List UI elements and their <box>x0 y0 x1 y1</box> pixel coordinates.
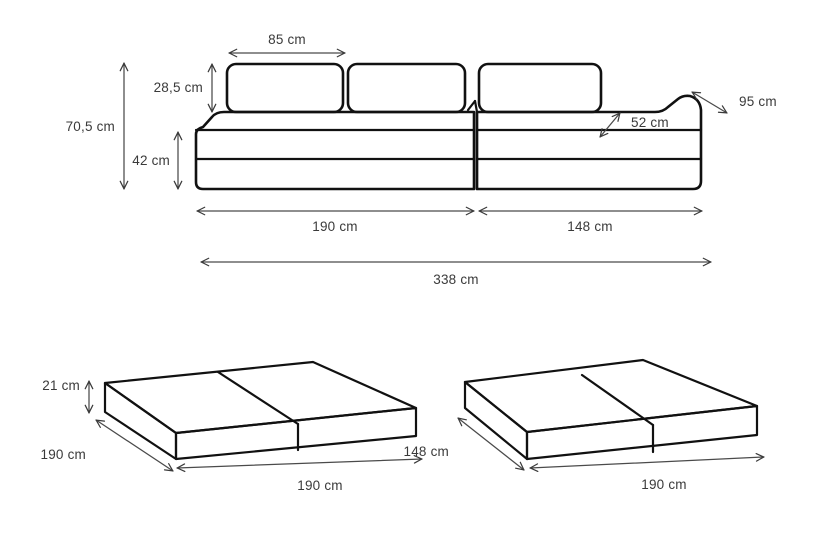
sofa-cushion-notch <box>466 99 477 112</box>
dim-label-left-module-width: 190 cm <box>312 219 357 234</box>
bed-right-front-face <box>525 404 759 461</box>
dim-line-bed-right-depth <box>457 417 525 471</box>
sofa-backrest-cushion-3 <box>477 62 603 114</box>
dim-line-chaise-depth <box>691 91 728 114</box>
bed-left-front-face <box>174 406 418 461</box>
dim-label-cushion-width: 85 cm <box>268 32 306 47</box>
dim-label-seat-depth: 52 cm <box>631 115 669 130</box>
dim-label-bed-left-height: 21 cm <box>42 378 80 393</box>
sofa-backrest-cushion-1 <box>225 62 345 114</box>
sofa-backrest-cushion-2 <box>346 62 467 114</box>
bed-left-group: 21 cm 190 cm 190 cm <box>41 360 423 493</box>
bed-left-side-face <box>103 381 178 461</box>
dim-label-cushion-height: 28,5 cm <box>154 80 203 95</box>
dim-label-bed-right-depth: 148 cm <box>404 444 449 459</box>
sofa-front-elevation-group <box>194 62 703 191</box>
sofa-right-module-body <box>475 94 703 191</box>
dim-label-bed-left-depth: 190 cm <box>41 447 86 462</box>
bed-right-split-seam-top <box>580 373 655 427</box>
dim-label-total-height: 70,5 cm <box>66 119 115 134</box>
bed-left-split-seam-top <box>216 370 300 426</box>
dim-line-bed-left-width <box>176 454 423 473</box>
dim-label-seat-height: 42 cm <box>132 153 170 168</box>
bed-left-top-face <box>103 360 418 435</box>
dim-label-bed-right-width: 190 cm <box>641 477 686 492</box>
front-elevation-dimensions: 85 cm 28,5 cm 70,5 cm 42 cm 52 cm 95 cm … <box>66 32 777 287</box>
dim-label-total-width: 338 cm <box>433 272 478 287</box>
dim-line-seat-depth <box>599 112 621 138</box>
bed-right-group: 148 cm 190 cm <box>404 358 765 492</box>
dim-label-chaise-depth: 95 cm <box>739 94 777 109</box>
dim-label-bed-left-width: 190 cm <box>297 478 342 493</box>
dim-line-bed-right-width <box>529 453 765 472</box>
dim-line-bed-left-depth <box>95 419 174 472</box>
sofa-left-module-body <box>194 110 476 191</box>
dim-label-right-module-width: 148 cm <box>567 219 612 234</box>
sofa-module-divider <box>473 99 479 191</box>
